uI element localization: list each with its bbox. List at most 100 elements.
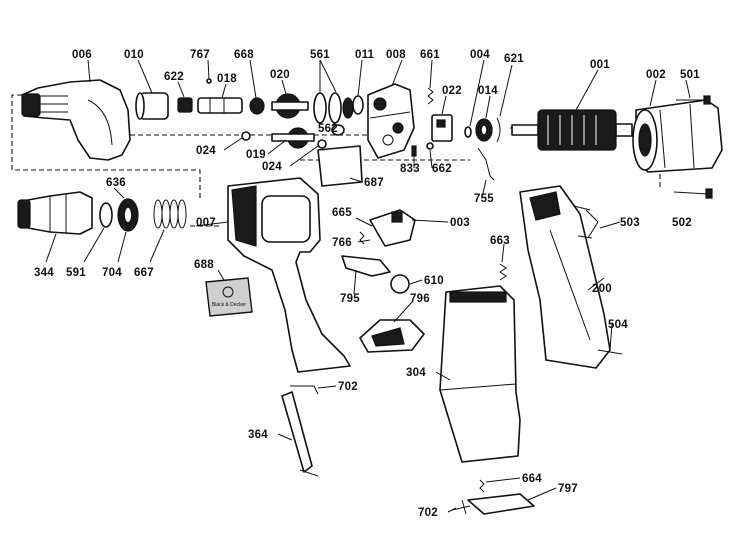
label-688: 688 xyxy=(194,259,214,271)
part-200-housing-half xyxy=(519,185,611,369)
part-501-screw-head xyxy=(703,95,711,105)
label-664: 664 xyxy=(522,473,542,485)
part-610-ball xyxy=(390,274,410,294)
label-200: 200 xyxy=(592,283,612,295)
part-702-clip-b xyxy=(451,499,471,515)
part-502-screw xyxy=(673,191,709,195)
part-024-ball-b xyxy=(317,139,327,149)
label-001: 001 xyxy=(590,59,610,71)
part-704-collar xyxy=(117,198,139,232)
part-008-transmission-housing xyxy=(367,83,415,159)
label-364: 364 xyxy=(248,429,268,441)
label-668: 668 xyxy=(234,49,254,61)
label-020: 020 xyxy=(270,69,290,81)
part-014-bearing xyxy=(475,118,493,142)
label-024-b: 024 xyxy=(262,161,282,173)
label-011: 011 xyxy=(355,49,375,61)
part-797-latch xyxy=(467,493,535,515)
part-502-screw-head xyxy=(705,188,713,199)
label-797: 797 xyxy=(558,483,578,495)
label-667: 667 xyxy=(134,267,154,279)
label-344: 344 xyxy=(34,267,54,279)
part-004-ring xyxy=(464,126,472,138)
part-665-spring xyxy=(359,231,365,245)
part-688-nameplate: Black & Decker xyxy=(205,277,253,317)
label-662: 662 xyxy=(432,163,452,175)
part-562-plate xyxy=(331,124,345,136)
part-668-washer xyxy=(249,97,265,115)
part-304-battery-pack xyxy=(439,285,521,463)
label-665: 665 xyxy=(332,207,352,219)
part-number-labels: 006 010 767 668 561 011 008 661 004 621 … xyxy=(34,49,700,519)
label-702-b: 702 xyxy=(418,507,438,519)
label-504: 504 xyxy=(608,319,628,331)
part-503-screw-b xyxy=(577,235,593,239)
label-304: 304 xyxy=(406,367,426,379)
label-687: 687 xyxy=(364,177,384,189)
label-704-a: 704 xyxy=(102,267,122,279)
label-002: 002 xyxy=(646,69,666,81)
part-663-spring xyxy=(499,263,507,281)
label-755: 755 xyxy=(474,193,494,205)
part-621-clip xyxy=(496,117,501,143)
part-561-gear-plates xyxy=(313,92,354,124)
nameplate-brand-text: Black & Decker xyxy=(212,302,247,308)
label-022: 022 xyxy=(442,85,462,97)
label-019: 019 xyxy=(246,149,266,161)
part-006-gear-case xyxy=(21,79,131,161)
part-796-plate xyxy=(359,319,425,353)
label-702-a: 702 xyxy=(338,381,358,393)
label-004: 004 xyxy=(470,49,490,61)
part-011-ring xyxy=(352,95,364,115)
label-014: 014 xyxy=(478,85,498,97)
label-610: 610 xyxy=(424,275,444,287)
part-001-armature xyxy=(511,109,633,151)
part-702-clip-a xyxy=(290,385,319,395)
part-662-screw xyxy=(426,142,434,150)
label-561: 561 xyxy=(310,49,330,61)
part-003-switch-assembly xyxy=(369,209,416,247)
label-795: 795 xyxy=(340,293,360,305)
label-621: 621 xyxy=(504,53,524,65)
label-661: 661 xyxy=(420,49,440,61)
part-664-spring xyxy=(479,479,485,493)
label-501: 501 xyxy=(680,69,700,81)
part-364-belt-clip xyxy=(281,391,319,477)
label-007: 007 xyxy=(196,217,216,229)
label-502: 502 xyxy=(672,217,692,229)
label-008: 008 xyxy=(386,49,406,61)
part-795-trigger xyxy=(341,255,391,277)
label-766: 766 xyxy=(332,237,352,249)
label-622: 622 xyxy=(164,71,184,83)
label-562: 562 xyxy=(318,123,338,135)
label-024-a: 024 xyxy=(196,145,216,157)
label-018: 018 xyxy=(217,73,237,85)
label-003: 003 xyxy=(450,217,470,229)
part-622-nut xyxy=(177,97,193,113)
label-833: 833 xyxy=(400,163,420,175)
part-344-chuck-nose xyxy=(17,191,93,235)
label-591: 591 xyxy=(66,267,86,279)
label-503: 503 xyxy=(620,217,640,229)
leader-lines xyxy=(45,59,691,513)
part-020-gear xyxy=(271,93,309,119)
part-755-wire xyxy=(477,147,495,181)
label-006: 006 xyxy=(72,49,92,61)
part-019-gear xyxy=(271,127,315,149)
part-002-motor-can xyxy=(632,99,723,173)
label-767: 767 xyxy=(190,49,210,61)
part-591-ring xyxy=(99,202,113,228)
part-661-spring xyxy=(427,87,434,105)
part-504-screw xyxy=(597,349,623,355)
part-503-screw-a xyxy=(573,205,591,211)
part-007-housing-half xyxy=(227,177,351,373)
label-010: 010 xyxy=(124,49,144,61)
part-833-pin xyxy=(411,145,417,157)
label-663: 663 xyxy=(490,235,510,247)
part-018-spindle xyxy=(197,97,243,114)
part-767-pin xyxy=(206,78,212,84)
part-022-switch-block xyxy=(431,114,453,142)
part-010-sleeve xyxy=(135,92,169,120)
part-667-spring xyxy=(153,199,187,229)
